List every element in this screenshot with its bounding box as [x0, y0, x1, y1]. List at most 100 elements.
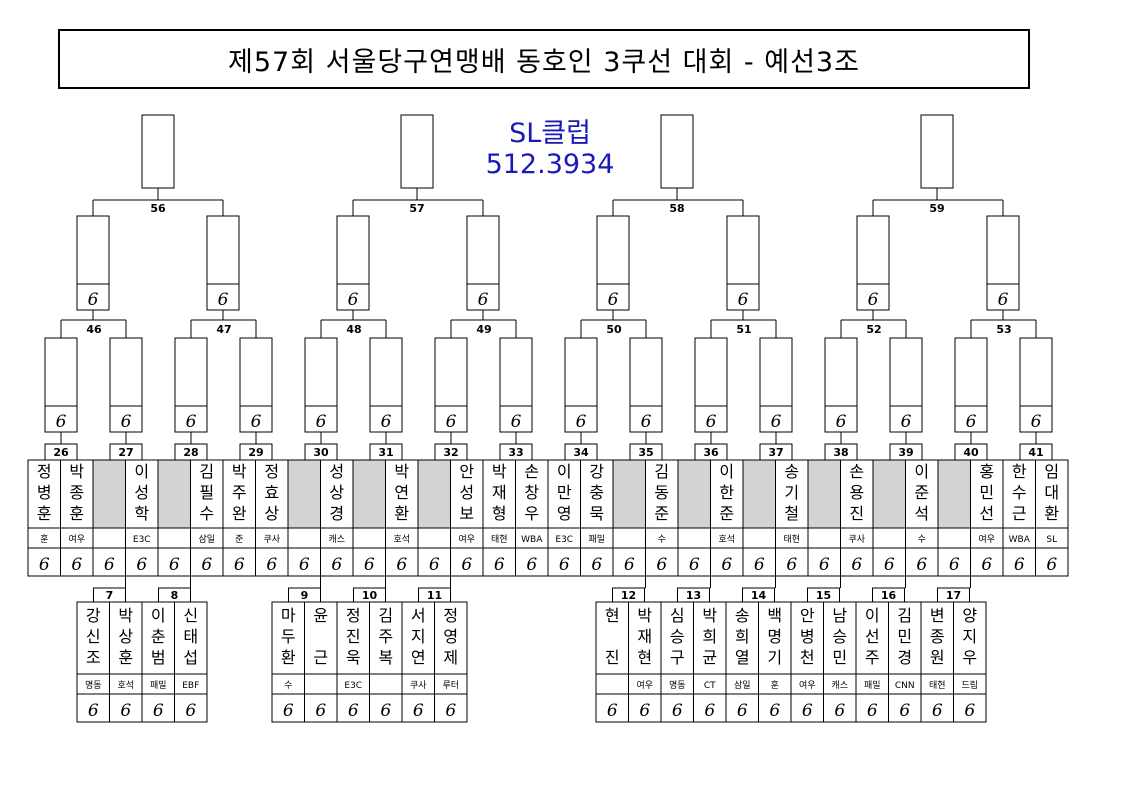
player-name-cell — [580, 459, 614, 529]
player-name-cell — [515, 459, 549, 529]
player-club: 루터 — [442, 680, 459, 691]
match-number-r1: 26 — [53, 446, 69, 459]
player-name-char: 신 — [183, 606, 198, 625]
player-name-cell — [352, 459, 386, 529]
prelim-score-cell — [725, 693, 759, 723]
player-name-char: 균 — [702, 648, 717, 667]
prelim-club-cell — [595, 673, 629, 695]
prelim-club-cell — [304, 673, 338, 695]
player-club: 쿠사 — [410, 680, 427, 691]
player-club: 호석 — [718, 534, 735, 545]
player-name-char: 필 — [199, 483, 214, 502]
player-name-cell — [1035, 459, 1069, 529]
player-name-char: 철 — [784, 504, 799, 523]
player-name-char: 임 — [1044, 462, 1059, 481]
prelim-name-cell — [304, 601, 338, 675]
player-name-char: 형 — [492, 504, 507, 523]
player-name-char: 주 — [232, 483, 247, 502]
score-mark: 6 — [754, 555, 765, 575]
player-score-cell — [417, 547, 451, 577]
match-number-r2: 47 — [216, 323, 231, 336]
round1-box — [44, 337, 78, 433]
round1-box — [369, 337, 403, 433]
prelim-score-cell — [790, 693, 824, 723]
prelim-score-cell — [434, 693, 468, 723]
prelim-score-cell — [920, 693, 954, 723]
score-mark: 6 — [868, 290, 879, 310]
player-score-cell — [352, 547, 386, 577]
player-club: 패밀 — [864, 679, 881, 691]
player-name-char: 박 — [69, 462, 84, 481]
player-name-char: 박 — [232, 462, 247, 481]
prelim-score-cell — [401, 693, 435, 723]
prelim-name-cell — [920, 601, 954, 675]
player-club: E3C — [133, 535, 151, 545]
match-number-r1: 37 — [768, 446, 783, 459]
round1-box — [889, 337, 923, 433]
score-mark: 6 — [88, 701, 99, 721]
player-name-char: 진 — [849, 504, 864, 523]
score-mark: 6 — [899, 701, 910, 721]
player-club: E3C — [344, 681, 362, 691]
round1-box — [629, 337, 663, 433]
player-club: CNN — [895, 681, 915, 691]
prelim-name-cell — [953, 601, 987, 675]
title-text: 제57회 서울당구연맹배 동호인 3쿠선 대회 - 예선3조 — [228, 46, 860, 78]
player-name-char: 준 — [719, 504, 734, 523]
player-club: 수 — [658, 534, 666, 545]
score-mark: 6 — [689, 555, 700, 575]
player-name-char: 용 — [849, 483, 864, 502]
score-mark: 6 — [445, 701, 456, 721]
player-name-char: 심 — [670, 606, 685, 625]
player-name-char: 제 — [443, 648, 458, 667]
player-name-char: 재 — [637, 627, 652, 646]
score-mark: 6 — [932, 701, 943, 721]
player-name-char: 승 — [670, 627, 685, 646]
player-name-char: 남 — [832, 606, 847, 625]
match-number-r2: 50 — [606, 323, 622, 336]
player-club: 쿠사 — [263, 534, 280, 545]
match-number-prelim: 10 — [362, 589, 378, 602]
player-club: 태현 — [783, 534, 800, 545]
player-name-char: 충 — [589, 483, 604, 502]
prelim-score-cell — [953, 693, 987, 723]
score-mark: 6 — [218, 290, 229, 310]
player-name-char: 욱 — [346, 648, 361, 667]
player-name-cell — [157, 459, 191, 529]
player-club: 수 — [284, 680, 292, 691]
score-mark: 6 — [56, 412, 67, 432]
score-mark: 6 — [380, 701, 391, 721]
score-mark: 6 — [71, 555, 82, 575]
player-name-cell — [710, 459, 744, 529]
player-score-cell — [482, 547, 516, 577]
player-name-char: 희 — [702, 627, 717, 646]
round-final-box — [141, 114, 175, 189]
score-mark: 6 — [169, 555, 180, 575]
score-mark: 6 — [348, 290, 359, 310]
player-name-char: 마 — [281, 606, 296, 625]
player-name-char: 재 — [492, 483, 507, 502]
player-club: 패밀 — [150, 679, 167, 691]
player-name-char: 만 — [557, 483, 572, 502]
score-mark: 6 — [396, 555, 407, 575]
player-score-cell — [320, 547, 354, 577]
player-name-char: 훈 — [118, 648, 133, 667]
player-name-char: 강 — [589, 462, 604, 481]
player-club: WBA — [521, 535, 543, 545]
player-club-cell — [287, 527, 321, 549]
player-name-char: 영 — [557, 504, 572, 523]
score-mark: 6 — [511, 412, 522, 432]
score-mark: 6 — [721, 555, 732, 575]
player-name-char: 병 — [800, 627, 815, 646]
player-name-char: 완 — [232, 504, 247, 523]
player-name-cell — [417, 459, 451, 529]
player-name-cell — [677, 459, 711, 529]
player-club: 삼일 — [734, 680, 751, 691]
match-number-r1: 36 — [703, 446, 719, 459]
player-club: 여우 — [68, 533, 85, 545]
player-name-char: 송 — [784, 462, 799, 481]
prelim-club-cell — [369, 673, 403, 695]
player-club: 여우 — [978, 533, 995, 545]
player-name-cell — [482, 459, 516, 529]
player-name-cell — [92, 459, 126, 529]
